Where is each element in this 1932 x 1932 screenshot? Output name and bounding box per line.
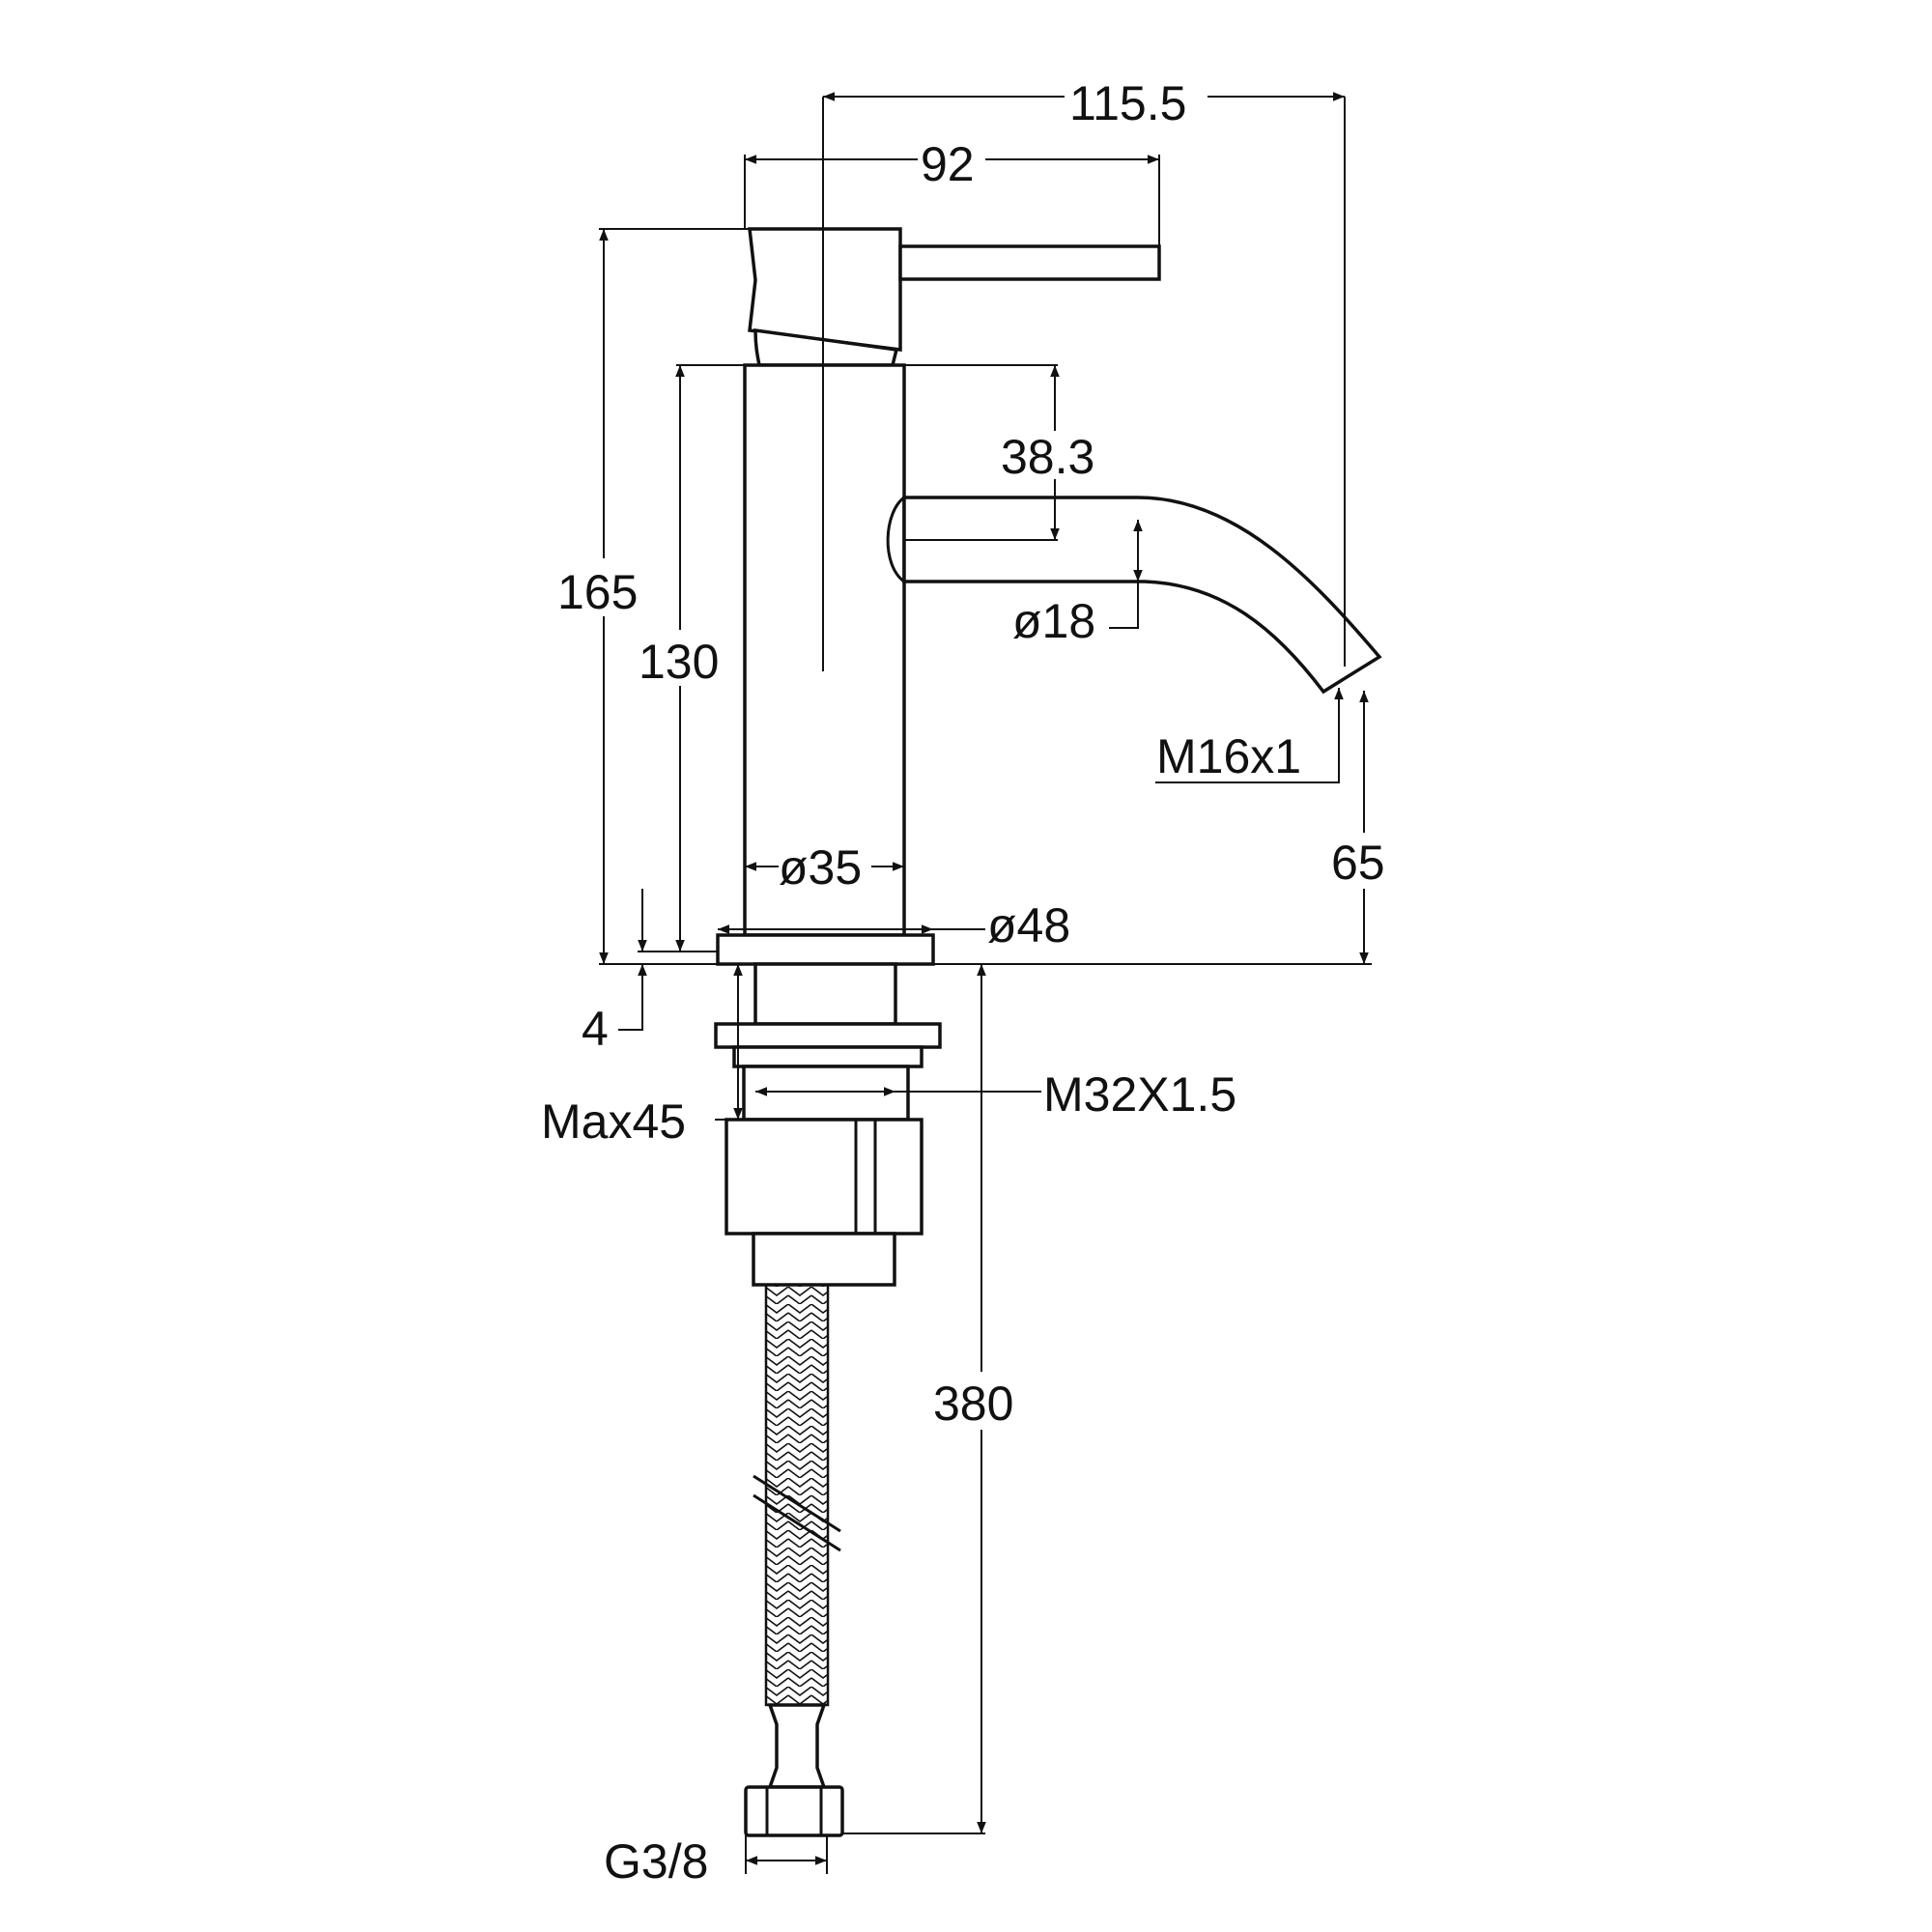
dim-aerator-thread: M16x1 xyxy=(1155,688,1344,783)
g38-nut xyxy=(744,1785,844,1837)
dim-hose-connector: G3/8 xyxy=(604,1834,828,1889)
shank-lower xyxy=(742,1065,910,1122)
break-line-1 xyxy=(753,1474,841,1533)
dim-label-spout-offset: 38.3 xyxy=(1001,430,1094,484)
dim-base-thickness: 4 xyxy=(582,889,647,1056)
dim-label-aerator-thread: M16x1 xyxy=(1156,729,1301,783)
braided-hose xyxy=(764,1283,830,1707)
dim-spout-height: 65 xyxy=(1331,691,1399,964)
base-plate xyxy=(716,933,935,966)
dim-label-outlet-diameter: ø18 xyxy=(1012,594,1095,648)
dim-body-diameter: ø35 xyxy=(745,840,904,895)
dim-label-shank-thread: M32X1.5 xyxy=(1043,1067,1236,1122)
dim-base-diameter: ø48 xyxy=(718,898,1070,952)
dim-hose-length: 380 xyxy=(842,964,1032,1834)
dim-label-hose-length: 380 xyxy=(933,1377,1013,1431)
dim-label-body-diameter: ø35 xyxy=(779,840,862,895)
hose-ferrule xyxy=(767,1703,827,1789)
dim-handle-reach: 92 xyxy=(745,137,1159,191)
dim-total-height: 165 xyxy=(553,229,649,964)
dim-body-height: 130 xyxy=(634,365,730,952)
dim-label-total-height: 165 xyxy=(557,565,638,619)
dim-label-overall-reach: 115.5 xyxy=(1069,76,1186,130)
dim-label-handle-reach: 92 xyxy=(921,137,975,191)
dim-label-base-diameter: ø48 xyxy=(987,898,1070,952)
clamp-washer xyxy=(714,1022,942,1049)
spout xyxy=(902,496,1382,695)
dim-label-hose-connector: G3/8 xyxy=(604,1834,708,1889)
fixing-nut xyxy=(724,1118,923,1236)
dim-outlet-diameter: ø18 xyxy=(1012,520,1143,648)
dim-spout-offset: 38.3 xyxy=(1000,365,1116,540)
dim-label-spout-height: 65 xyxy=(1331,836,1385,890)
spout-joint xyxy=(886,496,905,583)
dim-label-base-thickness: 4 xyxy=(582,1002,609,1056)
dim-label-max-deck-thickness: Max45 xyxy=(541,1094,686,1149)
dim-max-deck-thickness: Max45 xyxy=(541,964,743,1149)
clamp-ring xyxy=(732,1045,923,1068)
handle-lever xyxy=(898,244,1161,281)
dim-shank-thread: M32X1.5 xyxy=(755,1067,1236,1122)
lower-sleeve xyxy=(752,1232,896,1287)
dim-overall-reach: 115.5 xyxy=(823,75,1345,130)
tap-outline xyxy=(714,227,1382,1837)
dim-label-body-height: 130 xyxy=(639,635,719,689)
break-line-2 xyxy=(753,1493,841,1552)
shank xyxy=(753,962,897,1026)
